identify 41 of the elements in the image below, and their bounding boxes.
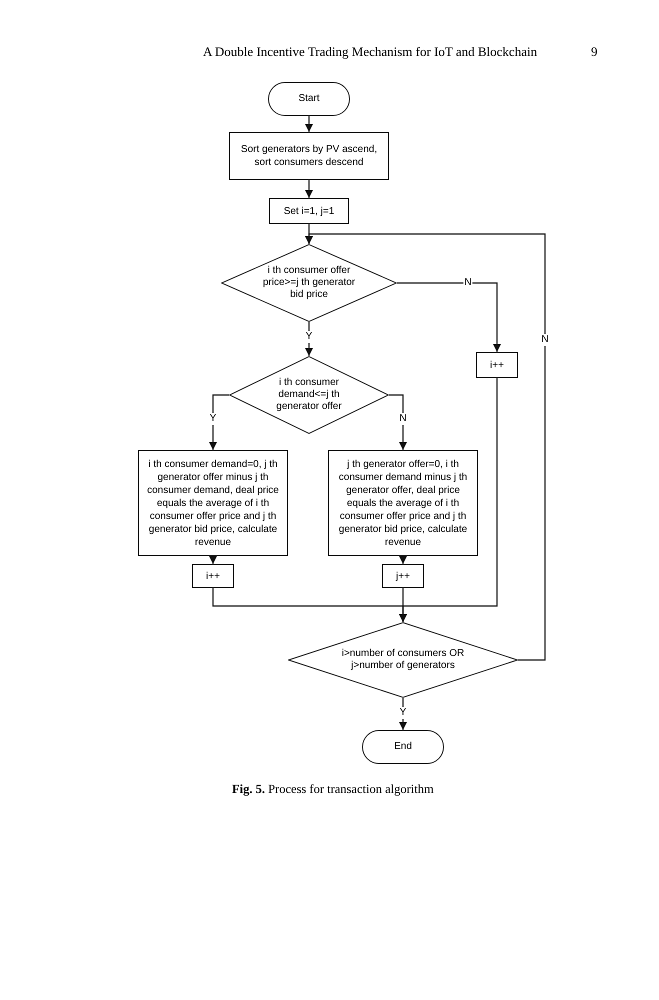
- decision-diamond: [229, 356, 389, 434]
- node-text: i++: [206, 570, 220, 582]
- node-text: Sort generators by PV ascend, sort consumers descend: [240, 143, 378, 169]
- edge-label: N: [398, 413, 408, 425]
- arrow: [209, 556, 217, 564]
- arrow: [397, 282, 501, 352]
- running-header: A Double Incentive Trading Mechanism for IoT and Blockchain: [203, 43, 538, 61]
- process-box: [269, 198, 349, 224]
- terminal-pill: [268, 82, 350, 116]
- node-text: i th consumer offer price>=j th generator bid price: [262, 265, 356, 301]
- decision-diamond: [288, 622, 518, 698]
- node-text: Start: [298, 93, 320, 105]
- terminal-pill: [362, 730, 444, 764]
- process-box: [138, 450, 288, 556]
- edge-label: Y: [304, 331, 314, 343]
- edge-label: N: [540, 334, 550, 346]
- arrow: [389, 394, 407, 450]
- process-box: [476, 352, 518, 378]
- node-text: i++: [490, 358, 504, 372]
- node-text: i th consumer demand<=j th generator offer: [275, 377, 343, 413]
- process-box: [328, 450, 478, 556]
- arrow: [209, 394, 229, 450]
- edge-label: Y: [208, 413, 218, 425]
- arrow: [305, 180, 313, 198]
- arrow: [399, 556, 407, 564]
- arrow: [399, 378, 498, 622]
- decision-diamond: [221, 244, 397, 322]
- process-box: [382, 564, 424, 588]
- node-text: Set i=1, j=1: [284, 204, 334, 218]
- edge-label: Y: [398, 707, 408, 719]
- process-box: [229, 132, 389, 180]
- process-box: [192, 564, 234, 588]
- node-text: i>number of consumers OR j>number of generators: [340, 648, 466, 672]
- arrow: [305, 233, 546, 661]
- arrow: [305, 116, 313, 132]
- page-number: 9: [591, 43, 598, 61]
- figure-caption: Fig. 5. Process for transaction algorithm: [232, 781, 434, 798]
- node-text: i th consumer demand=0, j th generator offer minus j th consumer demand, deal price equals the average of i th consumer offer price and j th generator bid price, calculate revenue: [146, 458, 280, 548]
- node-text: j th generator offer=0, i th consumer demand minus j th generator offer, deal price equals the average of i th consumer offer price and j th generator bid price, calculate revenue: [338, 458, 468, 548]
- node-text: j++: [396, 570, 410, 582]
- node-text: End: [394, 741, 412, 753]
